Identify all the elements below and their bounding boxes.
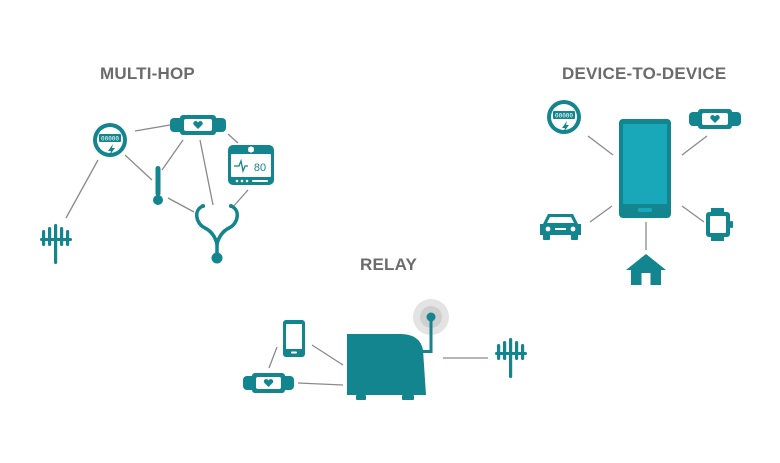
multi-hop-title: MULTI-HOP xyxy=(100,64,195,83)
smartphone-icon xyxy=(619,119,671,218)
device-to-device-title: DEVICE-TO-DEVICE xyxy=(562,64,727,83)
meter-reading: 00000 xyxy=(101,136,119,143)
smartphone-icon xyxy=(283,320,305,357)
fitness-band-icon xyxy=(170,115,226,135)
smartwatch-icon xyxy=(706,208,733,241)
thermometer-icon xyxy=(153,166,163,205)
car-icon xyxy=(540,214,581,240)
device-to-device-links xyxy=(587,135,708,250)
fitness-band-icon xyxy=(243,373,294,393)
fitness-band-icon xyxy=(689,109,741,129)
monitor-reading: 80 xyxy=(254,162,266,174)
stethoscope-icon xyxy=(195,204,239,264)
relay-station-icon xyxy=(347,299,449,400)
relay-links xyxy=(268,344,488,386)
multi-hop-links xyxy=(65,124,249,219)
smart-meter-icon: 00000 xyxy=(93,123,127,157)
cell-tower-icon xyxy=(495,338,527,378)
smart-meter-icon: 00000 xyxy=(547,100,581,134)
home-icon xyxy=(626,254,666,285)
patient-monitor-icon: 80 xyxy=(228,145,274,185)
meter-reading: 00000 xyxy=(555,113,573,120)
cell-tower-icon xyxy=(40,224,72,264)
relay-title: RELAY xyxy=(360,255,418,274)
